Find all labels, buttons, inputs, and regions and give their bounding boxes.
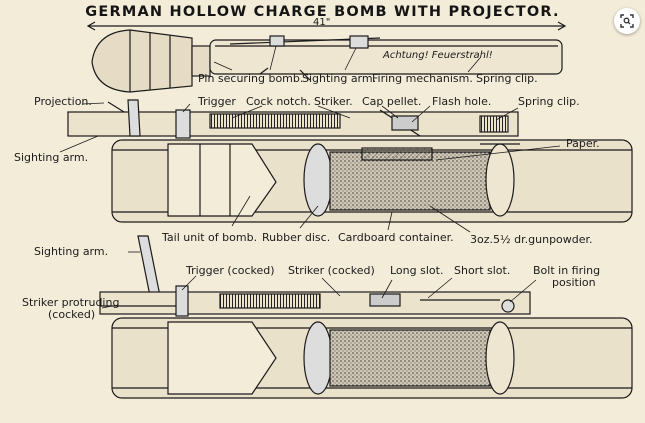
label-striker: Striker. [314,95,353,108]
label-spring-clip-top: Spring clip. [476,72,538,85]
label-flash-hole: Flash hole. [432,95,492,108]
label-cock-notch: Cock notch. [246,95,311,108]
label-projection: Projection. [34,95,92,108]
label-firing-mechanism: Firing mechanism. [372,72,473,85]
label-paper: Paper. [566,137,600,150]
label-pin-securing-bomb: Pin securing bomb. [198,72,304,85]
projector-section-middle [67,99,633,223]
label-sighting-arm-top: Sighting arm. [302,72,377,85]
label-long-slot: Long slot. [390,264,444,277]
label-trigger: Trigger [198,95,236,108]
label-gunpowder: 3oz.5½ dr.gunpowder. [470,233,593,246]
label-short-slot: Short slot. [454,264,511,277]
leader-lines [59,45,561,309]
label-sighting-arm-low: Sighting arm. [34,245,109,258]
label-sighting-arm-mid: Sighting arm. [14,151,89,164]
projector-section-bottom [99,235,633,399]
scan-search-button[interactable] [614,8,640,34]
dimension-label: 41" [313,17,331,28]
label-tail-unit: Tail unit of bomb. [162,231,258,244]
label-cardboard-container: Cardboard container. [338,231,454,244]
scan-search-icon [620,14,634,28]
label-striker-protruding: Striker protruding [22,296,120,309]
label-rubber-disc: Rubber disc. [262,231,331,244]
label-bolt-firing: Bolt in firing [533,264,601,277]
label-striker-cocked: Striker (cocked) [288,264,375,277]
label-cocked: (cocked) [48,308,96,321]
label-spring-clip-mid: Spring clip. [518,95,580,108]
label-cap-pellet: Cap pellet. [362,95,422,108]
diagram-title: GERMAN HOLLOW CHARGE BOMB WITH PROJECTOR… [85,4,560,20]
tube-inscription: Achtung! Feuerstrahl! [383,50,493,61]
label-bolt-position: position [552,276,596,289]
label-trigger-cocked: Trigger (cocked) [186,264,275,277]
